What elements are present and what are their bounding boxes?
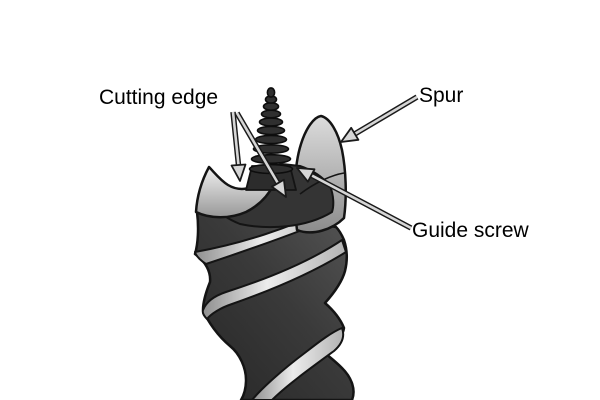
- spiral-band-upper: [201, 239, 347, 320]
- spur-arrow: [340, 94, 419, 143]
- label-guide-screw: Guide screw: [412, 219, 529, 242]
- guide-screw-threads: [248, 87, 294, 175]
- label-spur: Spur: [419, 84, 464, 107]
- label-cutting-edge: Cutting edge: [99, 86, 219, 109]
- cutting-edge-arrow-left: [230, 111, 247, 182]
- spiral-band-lower: [251, 327, 345, 400]
- cutting-edge-arrow-right: [234, 111, 287, 198]
- guide-screw-arrow: [296, 167, 413, 231]
